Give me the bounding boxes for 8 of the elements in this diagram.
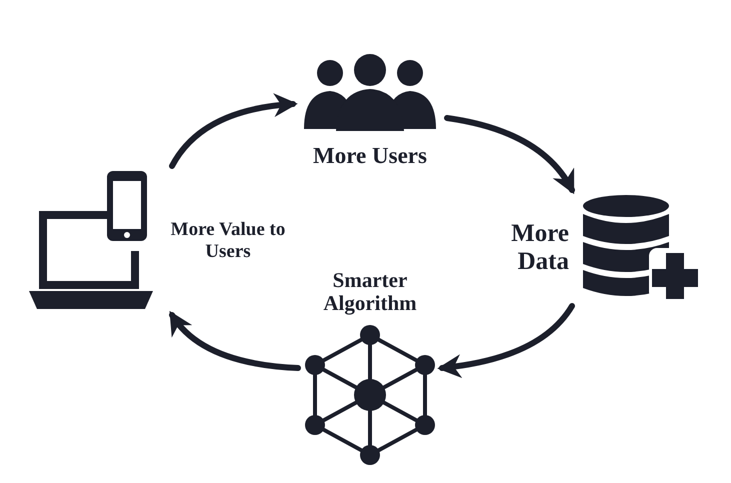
curved-arrow [444,115,575,194]
node-label: More Value to Users [170,218,286,262]
node-label: More Data [510,220,569,276]
node-label: Smarter Algorithm [322,269,418,315]
curved-arrow [437,303,575,378]
curved-arrow [169,94,298,169]
curved-arrow [169,311,301,371]
node-label: More Users [312,143,428,169]
